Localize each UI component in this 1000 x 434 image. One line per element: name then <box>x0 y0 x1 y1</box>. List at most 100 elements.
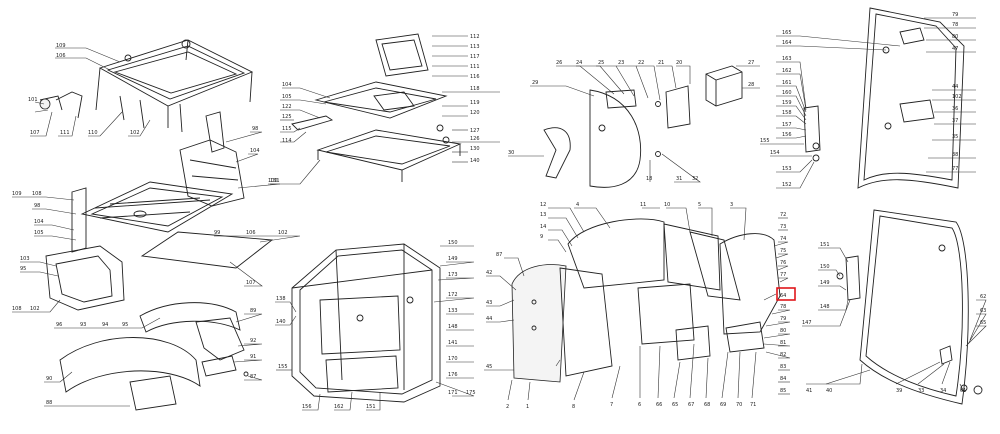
label-72: 72 <box>780 212 786 218</box>
label-6: 6 <box>638 402 641 408</box>
label-34: 34 <box>940 388 946 394</box>
label-90: 90 <box>46 376 52 382</box>
label-125: 125 <box>282 114 292 120</box>
label-162: 162 <box>334 404 344 410</box>
label-69: 69 <box>720 402 726 408</box>
label-154: 154 <box>770 150 780 156</box>
label-42: 87 <box>496 252 502 258</box>
labels-floor: 98 104 100 109 108 98 104 105 103 95 108… <box>12 126 288 312</box>
label-77: 77 <box>952 166 958 172</box>
label-105: 105 <box>282 94 292 100</box>
label-65: 65 <box>980 320 986 326</box>
label-127: 127 <box>470 128 480 134</box>
label-102: 102 <box>952 94 962 100</box>
label-92: 92 <box>250 338 256 344</box>
callout-lines-fender <box>44 301 297 407</box>
label-161: 161 <box>782 80 792 86</box>
label-170: 170 <box>448 356 458 362</box>
right-windows <box>803 7 983 405</box>
label-103: 103 <box>20 256 30 262</box>
label-22: 22 <box>638 60 644 66</box>
label-13: 13 <box>540 212 546 218</box>
label-88: 88 <box>46 400 52 406</box>
label-78: 78 <box>780 304 786 310</box>
label-83: 83 <box>780 364 786 370</box>
label-108: 108 <box>12 306 22 312</box>
label-162: 162 <box>782 68 792 74</box>
roof-frame-left <box>39 39 254 133</box>
label-109: 109 <box>12 191 22 197</box>
label-150: 150 <box>820 264 830 270</box>
label-148: 148 <box>448 324 458 330</box>
label-12: 12 <box>540 202 546 208</box>
label-175: 175 <box>466 390 476 396</box>
labels-fender: 96 93 94 95 89 92 91 87 90 88 138 140 <box>46 296 286 406</box>
label-164: 164 <box>782 40 792 46</box>
label-9: 9 <box>540 234 543 240</box>
label-106: 106 <box>56 53 66 59</box>
label-84: 84 <box>780 376 786 382</box>
floor-mat <box>45 111 274 311</box>
callout-lines-roof-center <box>270 35 500 185</box>
label-102: 102 <box>130 130 140 136</box>
label-75: 75 <box>780 248 786 254</box>
label-77: 77 <box>780 272 786 278</box>
label-141: 141 <box>448 340 458 346</box>
label-73: 73 <box>780 224 786 230</box>
label-113: 113 <box>470 44 480 50</box>
fender-parts <box>59 302 249 411</box>
label-96: 96 <box>56 322 62 328</box>
label-108: 108 <box>32 191 42 197</box>
label-158: 158 <box>782 110 792 116</box>
label-152: 152 <box>782 182 792 188</box>
label-104: 104 <box>282 82 292 88</box>
label-87: 87 <box>250 374 256 380</box>
label-107: 107 <box>30 130 40 136</box>
label-76: 76 <box>780 260 786 266</box>
callout-lines-frame <box>276 245 475 411</box>
label-172: 172 <box>448 292 458 298</box>
label-119: 119 <box>470 100 480 106</box>
label-98: 98 <box>34 203 40 209</box>
label-24: 24 <box>576 60 582 66</box>
highlighted-callout: 64 <box>763 287 796 301</box>
label-165: 165 <box>782 30 792 36</box>
label-149: 149 <box>448 256 458 262</box>
label-21: 21 <box>658 60 664 66</box>
callout-lines-floor <box>12 131 301 313</box>
label-112: 112 <box>470 34 480 40</box>
label-133: 133 <box>448 308 458 314</box>
label-156: 156 <box>782 132 792 138</box>
label-45: 44 <box>486 316 492 322</box>
label-67: 67 <box>688 402 694 408</box>
label-89: 89 <box>250 308 256 314</box>
label-47: 47 <box>952 46 958 52</box>
label-140: 140 <box>470 158 480 164</box>
labels-roof-left: 109 106 101 107 111 110 102 <box>28 43 140 136</box>
label-20: 20 <box>676 60 682 66</box>
roof-center <box>291 33 462 182</box>
label-151: 151 <box>820 242 830 248</box>
label-111: 111 <box>470 64 480 70</box>
label-70: 70 <box>736 402 742 408</box>
label-62: 62 <box>980 294 986 300</box>
label-18: 18 <box>646 176 652 182</box>
label-11: 11 <box>640 202 646 208</box>
label-66: 66 <box>656 402 662 408</box>
label-126: 126 <box>470 136 480 142</box>
label-155: 155 <box>278 364 288 370</box>
label-85: 85 <box>780 388 786 394</box>
label-107: 102 <box>30 306 40 312</box>
label-41: 41 <box>806 388 812 394</box>
label-61: 61 <box>960 388 966 394</box>
label-173: 173 <box>448 272 458 278</box>
highlight-box <box>776 287 796 301</box>
label-3: 3 <box>730 202 733 208</box>
label-109: 109 <box>56 43 66 49</box>
label-7: 7 <box>610 402 613 408</box>
label-122: 122 <box>282 104 292 110</box>
labels-frame: 150 149 173 172 133 148 141 170 176 171 … <box>278 240 476 410</box>
label-151: 151 <box>366 404 376 410</box>
label-93: 93 <box>80 322 86 328</box>
